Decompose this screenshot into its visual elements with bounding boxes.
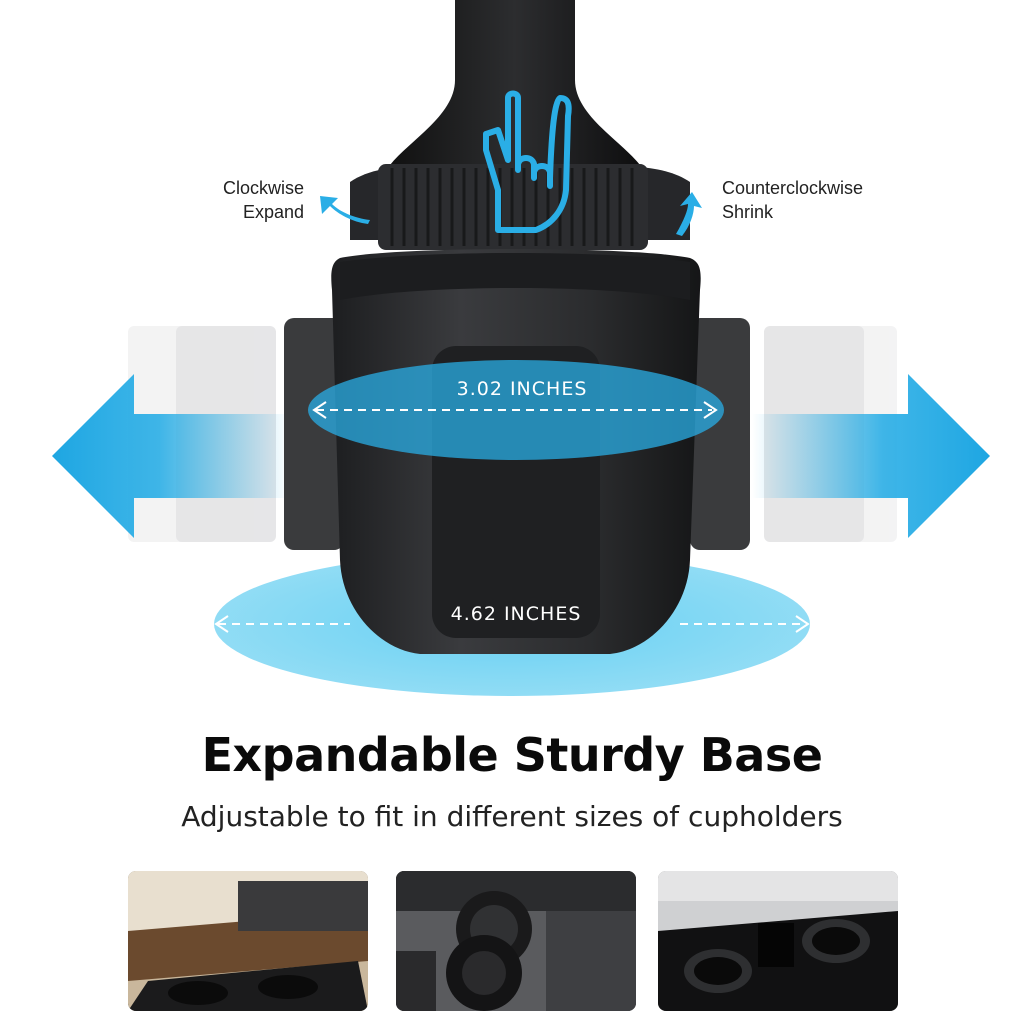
cupholder-photo-1: [128, 871, 368, 1011]
expand-arrow-icon: [52, 374, 990, 538]
expand-label: Expand: [242, 202, 304, 222]
cupholder-photo-3: [658, 871, 898, 1011]
rotate-arrow-icon: [320, 192, 702, 236]
counterclockwise-label: Counterclockwise: [722, 178, 864, 198]
grip-pad-left: [284, 318, 344, 550]
clockwise-annotation: Clockwise Expand: [160, 176, 304, 224]
cupholder-photo-2: [396, 871, 636, 1011]
counterclockwise-annotation: Counterclockwise Shrink: [722, 176, 922, 224]
clockwise-label: Clockwise: [222, 178, 304, 198]
headline: Expandable Sturdy Base: [201, 728, 823, 782]
subheadline: Adjustable to fit in different sizes of …: [181, 800, 843, 833]
hand-pointer-icon: [483, 90, 572, 233]
shrink-label: Shrink: [722, 202, 774, 222]
grip-pad-right: [690, 318, 750, 550]
base-width-label: 4.62 INCHES: [450, 603, 582, 625]
mount-neck: [390, 0, 640, 165]
product-illustration: [52, 0, 990, 696]
inner-width-label: 3.02 INCHES: [456, 378, 588, 400]
